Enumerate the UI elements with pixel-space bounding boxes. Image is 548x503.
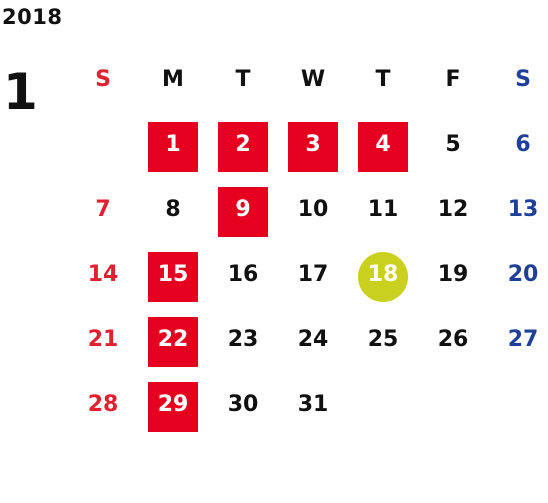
day-cell[interactable]: 23 [208,307,278,372]
weekday-header-sunday: S [95,67,111,92]
day-cell[interactable]: 30 [208,372,278,437]
day-cell[interactable]: 11 [348,177,418,242]
day-number: 5 [445,131,461,157]
day-number: 28 [87,391,119,417]
day-cell[interactable]: 20 [488,242,548,307]
day-cell[interactable]: 31 [278,372,348,437]
day-number: 1 [165,131,181,157]
day-cell[interactable]: 29 [138,372,208,437]
day-number: 27 [507,326,539,352]
day-cell[interactable]: 4 [348,112,418,177]
day-number: 22 [157,326,189,352]
day-cell[interactable]: 28 [68,372,138,437]
day-number: 31 [297,391,329,417]
day-number: 14 [87,261,119,287]
day-number: 21 [87,326,119,352]
day-cell[interactable]: 8 [138,177,208,242]
day-cell[interactable]: 24 [278,307,348,372]
day-number: 24 [297,326,329,352]
day-number: 23 [227,326,259,352]
weekday-header-tuesday: T [235,67,251,92]
day-number: 17 [297,261,329,287]
day-cell[interactable]: 1 [138,112,208,177]
empty-day-cell [418,372,488,437]
day-cell[interactable]: 12 [418,177,488,242]
day-cell[interactable]: 15 [138,242,208,307]
weekday-header-monday: M [162,67,184,92]
day-cell[interactable]: 25 [348,307,418,372]
day-cell[interactable]: 10 [278,177,348,242]
weekday-header-wednesday: W [300,67,326,92]
day-number: 12 [437,196,469,222]
day-cell[interactable]: 5 [418,112,488,177]
day-number: 15 [157,261,189,287]
empty-day-cell [348,372,418,437]
day-cell[interactable]: 13 [488,177,548,242]
day-number: 2 [235,131,251,157]
weekday-header-saturday: S [515,67,531,92]
day-number: 29 [157,391,189,417]
day-cell[interactable]: 16 [208,242,278,307]
month-number: 1 [3,63,38,121]
day-number: 7 [95,196,111,222]
day-cell[interactable]: 3 [278,112,348,177]
weekday-header-thursday: T [375,67,391,92]
day-cell[interactable]: 7 [68,177,138,242]
year-label: 2018 [2,5,63,29]
day-cell[interactable]: 21 [68,307,138,372]
empty-day-cell [68,112,138,177]
today-day-cell[interactable]: 18 [348,242,418,307]
day-cell[interactable]: 17 [278,242,348,307]
day-number: 9 [235,196,251,222]
day-number: 11 [367,196,399,222]
day-cell[interactable]: 14 [68,242,138,307]
day-cell[interactable]: 9 [208,177,278,242]
day-cell[interactable]: 22 [138,307,208,372]
empty-day-cell [488,372,548,437]
day-number: 26 [437,326,469,352]
weekday-header-friday: F [445,67,461,92]
day-number: 19 [437,261,469,287]
day-cell[interactable]: 27 [488,307,548,372]
day-cell[interactable]: 19 [418,242,488,307]
day-number: 8 [165,196,181,222]
day-number: 6 [515,131,531,157]
day-number: 30 [227,391,259,417]
day-number: 16 [227,261,259,287]
day-cell[interactable]: 26 [418,307,488,372]
day-number: 4 [375,131,391,157]
day-number: 20 [507,261,539,287]
day-cell[interactable]: 2 [208,112,278,177]
day-number: 13 [507,196,539,222]
day-number: 25 [367,326,399,352]
day-number: 3 [305,131,321,157]
day-number: 18 [367,261,399,287]
day-number: 10 [297,196,329,222]
day-cell[interactable]: 6 [488,112,548,177]
